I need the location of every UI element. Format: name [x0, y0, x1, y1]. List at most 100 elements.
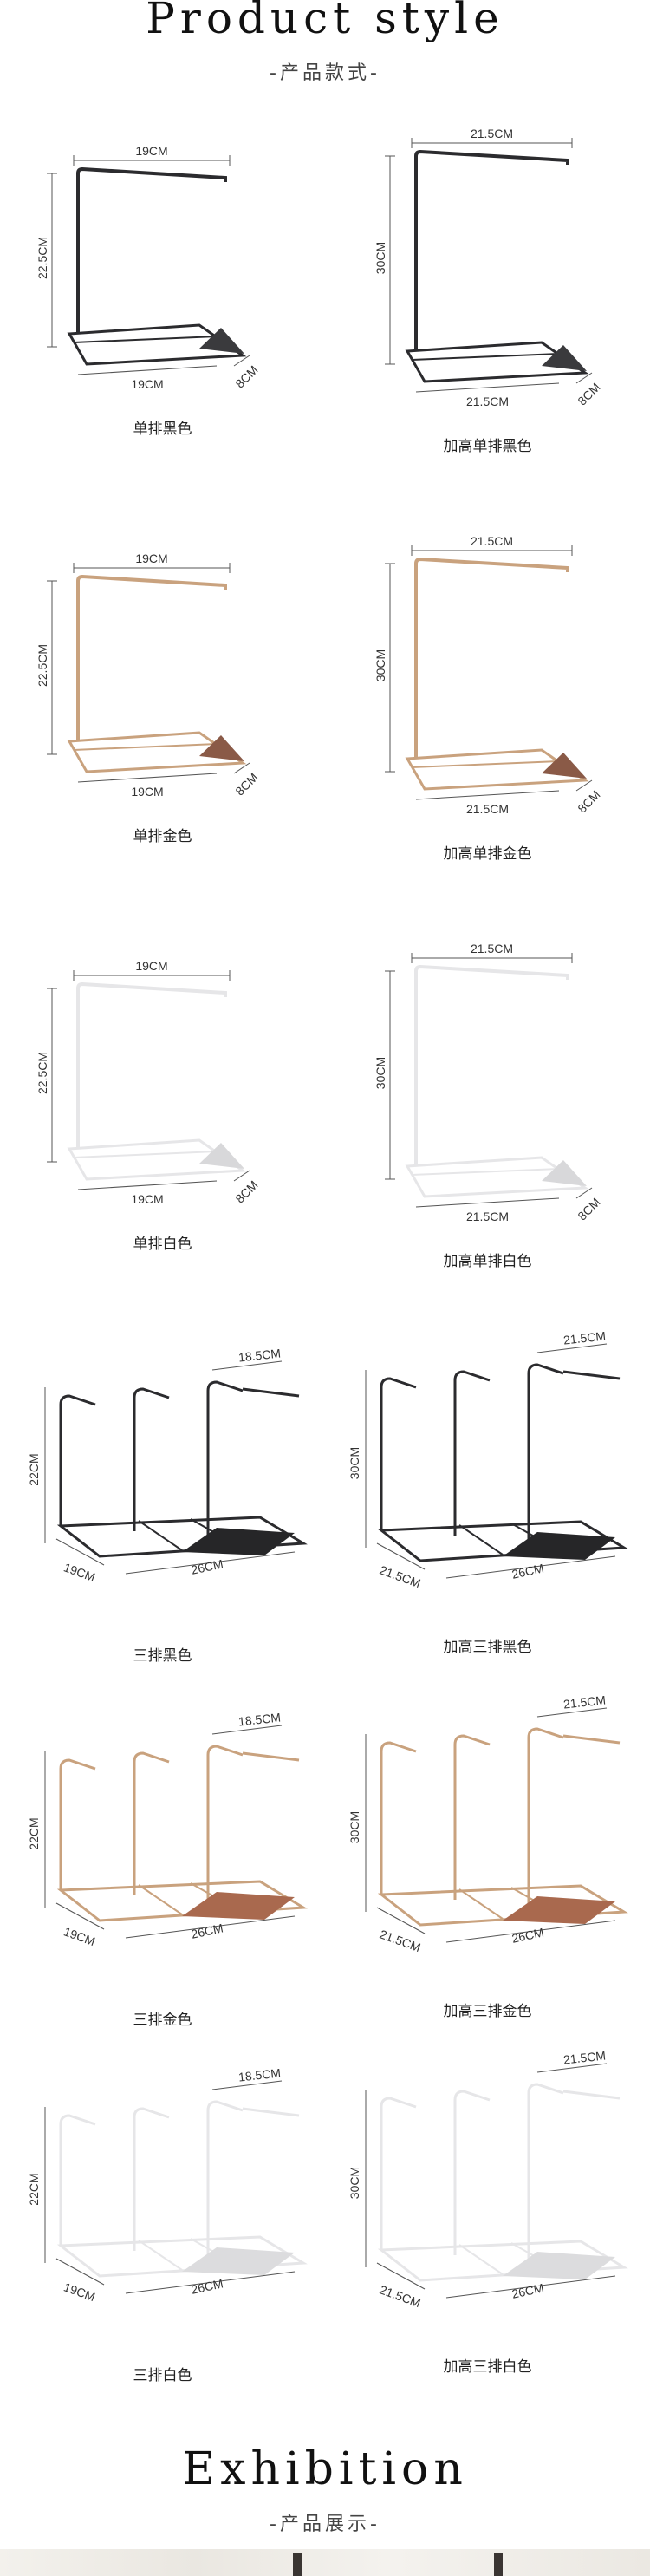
stand-base-bar [411, 353, 560, 361]
stand-plate [503, 2252, 615, 2279]
dimension-line [536, 1707, 608, 1718]
exhibition-photo-decor [494, 2553, 503, 2576]
dimension-line [125, 1551, 296, 1575]
stand-upright [133, 1387, 170, 1531]
stand-hook [242, 1751, 300, 1762]
stand-upright [453, 1734, 491, 1900]
stand-base-bar [73, 743, 218, 751]
dimension-label: 8CM [232, 1177, 260, 1205]
stand-hook [562, 1370, 621, 1380]
dimension-label: 21.5CM [562, 1329, 606, 1347]
exhibition-photo-decor [293, 2553, 302, 2576]
stand-plate [542, 1160, 587, 1186]
product-name: 单排金色 [133, 828, 192, 845]
dimension-label: 8CM [232, 770, 260, 798]
stand-hook [562, 1734, 621, 1745]
dimension-label: 21.5CM [378, 1562, 423, 1590]
dimension-label: 30CM [348, 1811, 361, 1843]
product-name: 单排白色 [133, 1236, 192, 1253]
stand-upright [206, 1380, 244, 1536]
stand-upright [133, 2107, 170, 2251]
stand-frame [76, 166, 227, 334]
exhibition-photo-strip [0, 2549, 650, 2576]
stand-upright [453, 2090, 491, 2255]
dimension-line [376, 1542, 426, 1570]
dimension-label: 19CM [131, 377, 163, 391]
dimension-line [445, 1920, 616, 1943]
dimension-line [211, 1725, 283, 1735]
stand-plate [182, 1892, 295, 1920]
product-illustration: 21.5CM 30CM 21.5CM 8CM [374, 534, 603, 816]
stand-plate [182, 1528, 295, 1555]
dimension-label: 18.5CM [237, 1347, 281, 1365]
dimension-label: 8CM [575, 787, 602, 815]
stand-plate [182, 2247, 295, 2275]
stand-upright [380, 1741, 417, 1895]
stand-base [67, 1138, 247, 1181]
dimension-label: 19CM [135, 959, 167, 973]
stand-base [405, 341, 589, 383]
stand-upright [527, 1363, 564, 1541]
stand-frame [414, 149, 569, 351]
dimension-label: 19CM [135, 144, 167, 158]
dimension-label: 19CM [62, 1924, 97, 1948]
dimension-label: 26CM [510, 2280, 545, 2300]
stand-upright [133, 1751, 170, 1895]
dimension-label: 22.5CM [36, 1052, 49, 1094]
product-illustration: 19CM 22.5CM 19CM 8CM [36, 959, 261, 1206]
stand-plate [542, 345, 587, 371]
dimension-label: 21.5CM [466, 802, 509, 816]
dimension-label: 19CM [62, 2279, 97, 2304]
dimension-label: 26CM [510, 1925, 545, 1945]
dimension-line [415, 790, 560, 800]
dimension-label: 22.5CM [36, 237, 49, 279]
product-style-title: Product style [146, 0, 504, 43]
dimension-line [211, 1360, 283, 1371]
dimension-label: 22.5CM [36, 644, 49, 687]
stand-upright [380, 2097, 417, 2250]
dimension-label: 26CM [190, 1921, 224, 1940]
dimension-line [233, 1170, 250, 1182]
product-name: 单排黑色 [133, 421, 192, 438]
product-illustration: 19CM 22.5CM 19CM 8CM [36, 144, 261, 391]
dimension-line [415, 382, 560, 393]
stand-base-bar [73, 336, 218, 343]
stand-upright [59, 1758, 96, 1890]
dimension-line [55, 1902, 105, 1930]
stand-frame [414, 964, 569, 1166]
exhibition-title: Exhibition [182, 2443, 468, 2495]
dimension-label: 21.5CM [471, 534, 513, 548]
dimension-label: 22CM [27, 1453, 41, 1485]
dimension-label: 19CM [131, 1192, 163, 1206]
dimension-line [575, 779, 593, 792]
dimension-line [77, 773, 218, 783]
dimension-label: 30CM [374, 649, 387, 681]
stand-hook [242, 2107, 300, 2117]
stand-upright [453, 1370, 491, 1536]
dimension-label: 21.5CM [466, 395, 509, 408]
dimension-line [125, 1915, 296, 1939]
stand-plate [542, 753, 587, 779]
dimension-label: 26CM [190, 1556, 224, 1576]
stand-plate [199, 735, 244, 761]
dimension-label: 8CM [575, 1195, 602, 1223]
dimension-line [376, 1907, 426, 1934]
stand-base-bar [411, 1168, 560, 1176]
dimension-line [233, 762, 250, 774]
dimension-label: 19CM [62, 1560, 97, 1584]
dimension-label: 22CM [27, 1817, 41, 1849]
dimension-label: 8CM [232, 362, 260, 390]
dimension-line [376, 2262, 426, 2290]
product-name: 加高单排黑色 [443, 438, 532, 455]
dimension-label: 26CM [510, 1561, 545, 1581]
dimension-label: 30CM [374, 242, 387, 274]
